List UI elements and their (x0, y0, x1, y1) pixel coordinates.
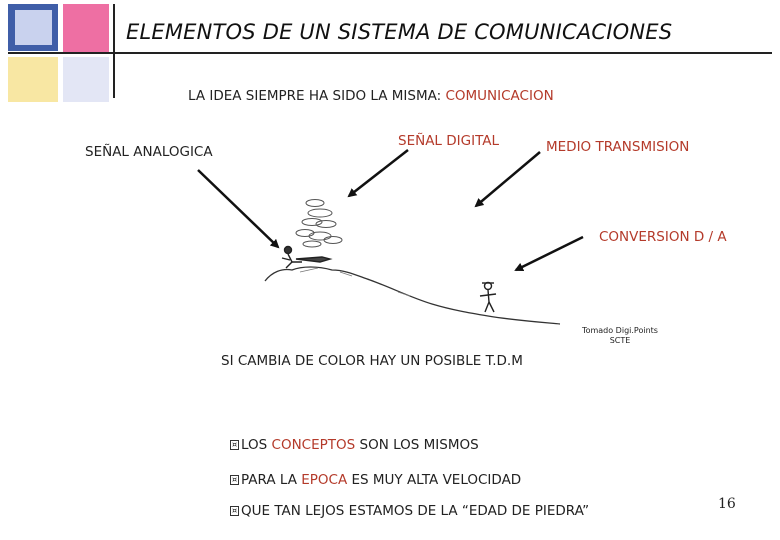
credit-line-1: Tomado Digi.Points (582, 326, 658, 335)
intro-highlight: COMUNICACION (445, 88, 554, 104)
decor-pink-square (63, 4, 109, 52)
hill-outline (264, 266, 561, 325)
arrow-analog (197, 169, 280, 249)
slide-title: ELEMENTOS DE UN SISTEMA DE COMUNICACIONE… (126, 20, 673, 44)
bullet-icon: ¤ (230, 475, 239, 485)
bullet-item: ¤PARA LA EPOCA ES MUY ALTA VELOCIDAD (230, 472, 521, 488)
decor-paleblue-square (63, 57, 109, 102)
arrow-digital-right (474, 151, 541, 208)
hill-fill-lines (299, 267, 411, 297)
smoke-signals (295, 199, 343, 248)
intro-prefix: LA IDEA SIEMPRE HA SIDO LA MISMA: (188, 88, 446, 104)
bullet-prefix: QUE TAN LEJOS ESTAMOS DE LA “EDAD DE PIE… (241, 503, 590, 519)
label-digital-signal: SEÑAL DIGITAL (398, 133, 500, 149)
bullet-icon: ¤ (230, 506, 239, 516)
bullet-highlight: EPOCA (301, 472, 348, 488)
bullet-suffix: ES MUY ALTA VELOCIDAD (347, 472, 522, 488)
bullet-highlight: CONCEPTOS (271, 437, 356, 453)
image-credit: Tomado Digi.Points SCTE (578, 326, 662, 346)
bullet-item: ¤LOS CONCEPTOS SON LOS MISMOS (230, 437, 479, 453)
bullet-icon: ¤ (230, 440, 239, 450)
bullet-suffix: SON LOS MISMOS (355, 437, 479, 453)
arrow-digital-left (347, 149, 409, 198)
label-conversion: CONVERSION D / A (599, 229, 727, 245)
bullet-item: ¤QUE TAN LEJOS ESTAMOS DE LA “EDAD DE PI… (230, 503, 589, 519)
credit-line-2: SCTE (609, 336, 631, 345)
caveman-figure (281, 245, 333, 269)
label-transmission-medium: MEDIO TRANSMISION (546, 139, 690, 155)
bullet-prefix: PARA LA (241, 472, 302, 488)
bullet-prefix: LOS (241, 437, 272, 453)
decor-yellow-square (8, 57, 58, 102)
arrow-conversion (514, 235, 584, 272)
decor-blue-square-inner (15, 10, 52, 45)
label-analog-signal: SEÑAL ANALOGICA (85, 144, 213, 160)
receiver-figure (479, 281, 497, 313)
title-horizontal-rule (8, 52, 772, 54)
title-vertical-rule (113, 4, 115, 98)
page-number: 16 (718, 496, 736, 512)
intro-line: LA IDEA SIEMPRE HA SIDO LA MISMA: COMUNI… (188, 88, 554, 104)
tdm-note: SI CAMBIA DE COLOR HAY UN POSIBLE T.D.M (221, 353, 523, 369)
